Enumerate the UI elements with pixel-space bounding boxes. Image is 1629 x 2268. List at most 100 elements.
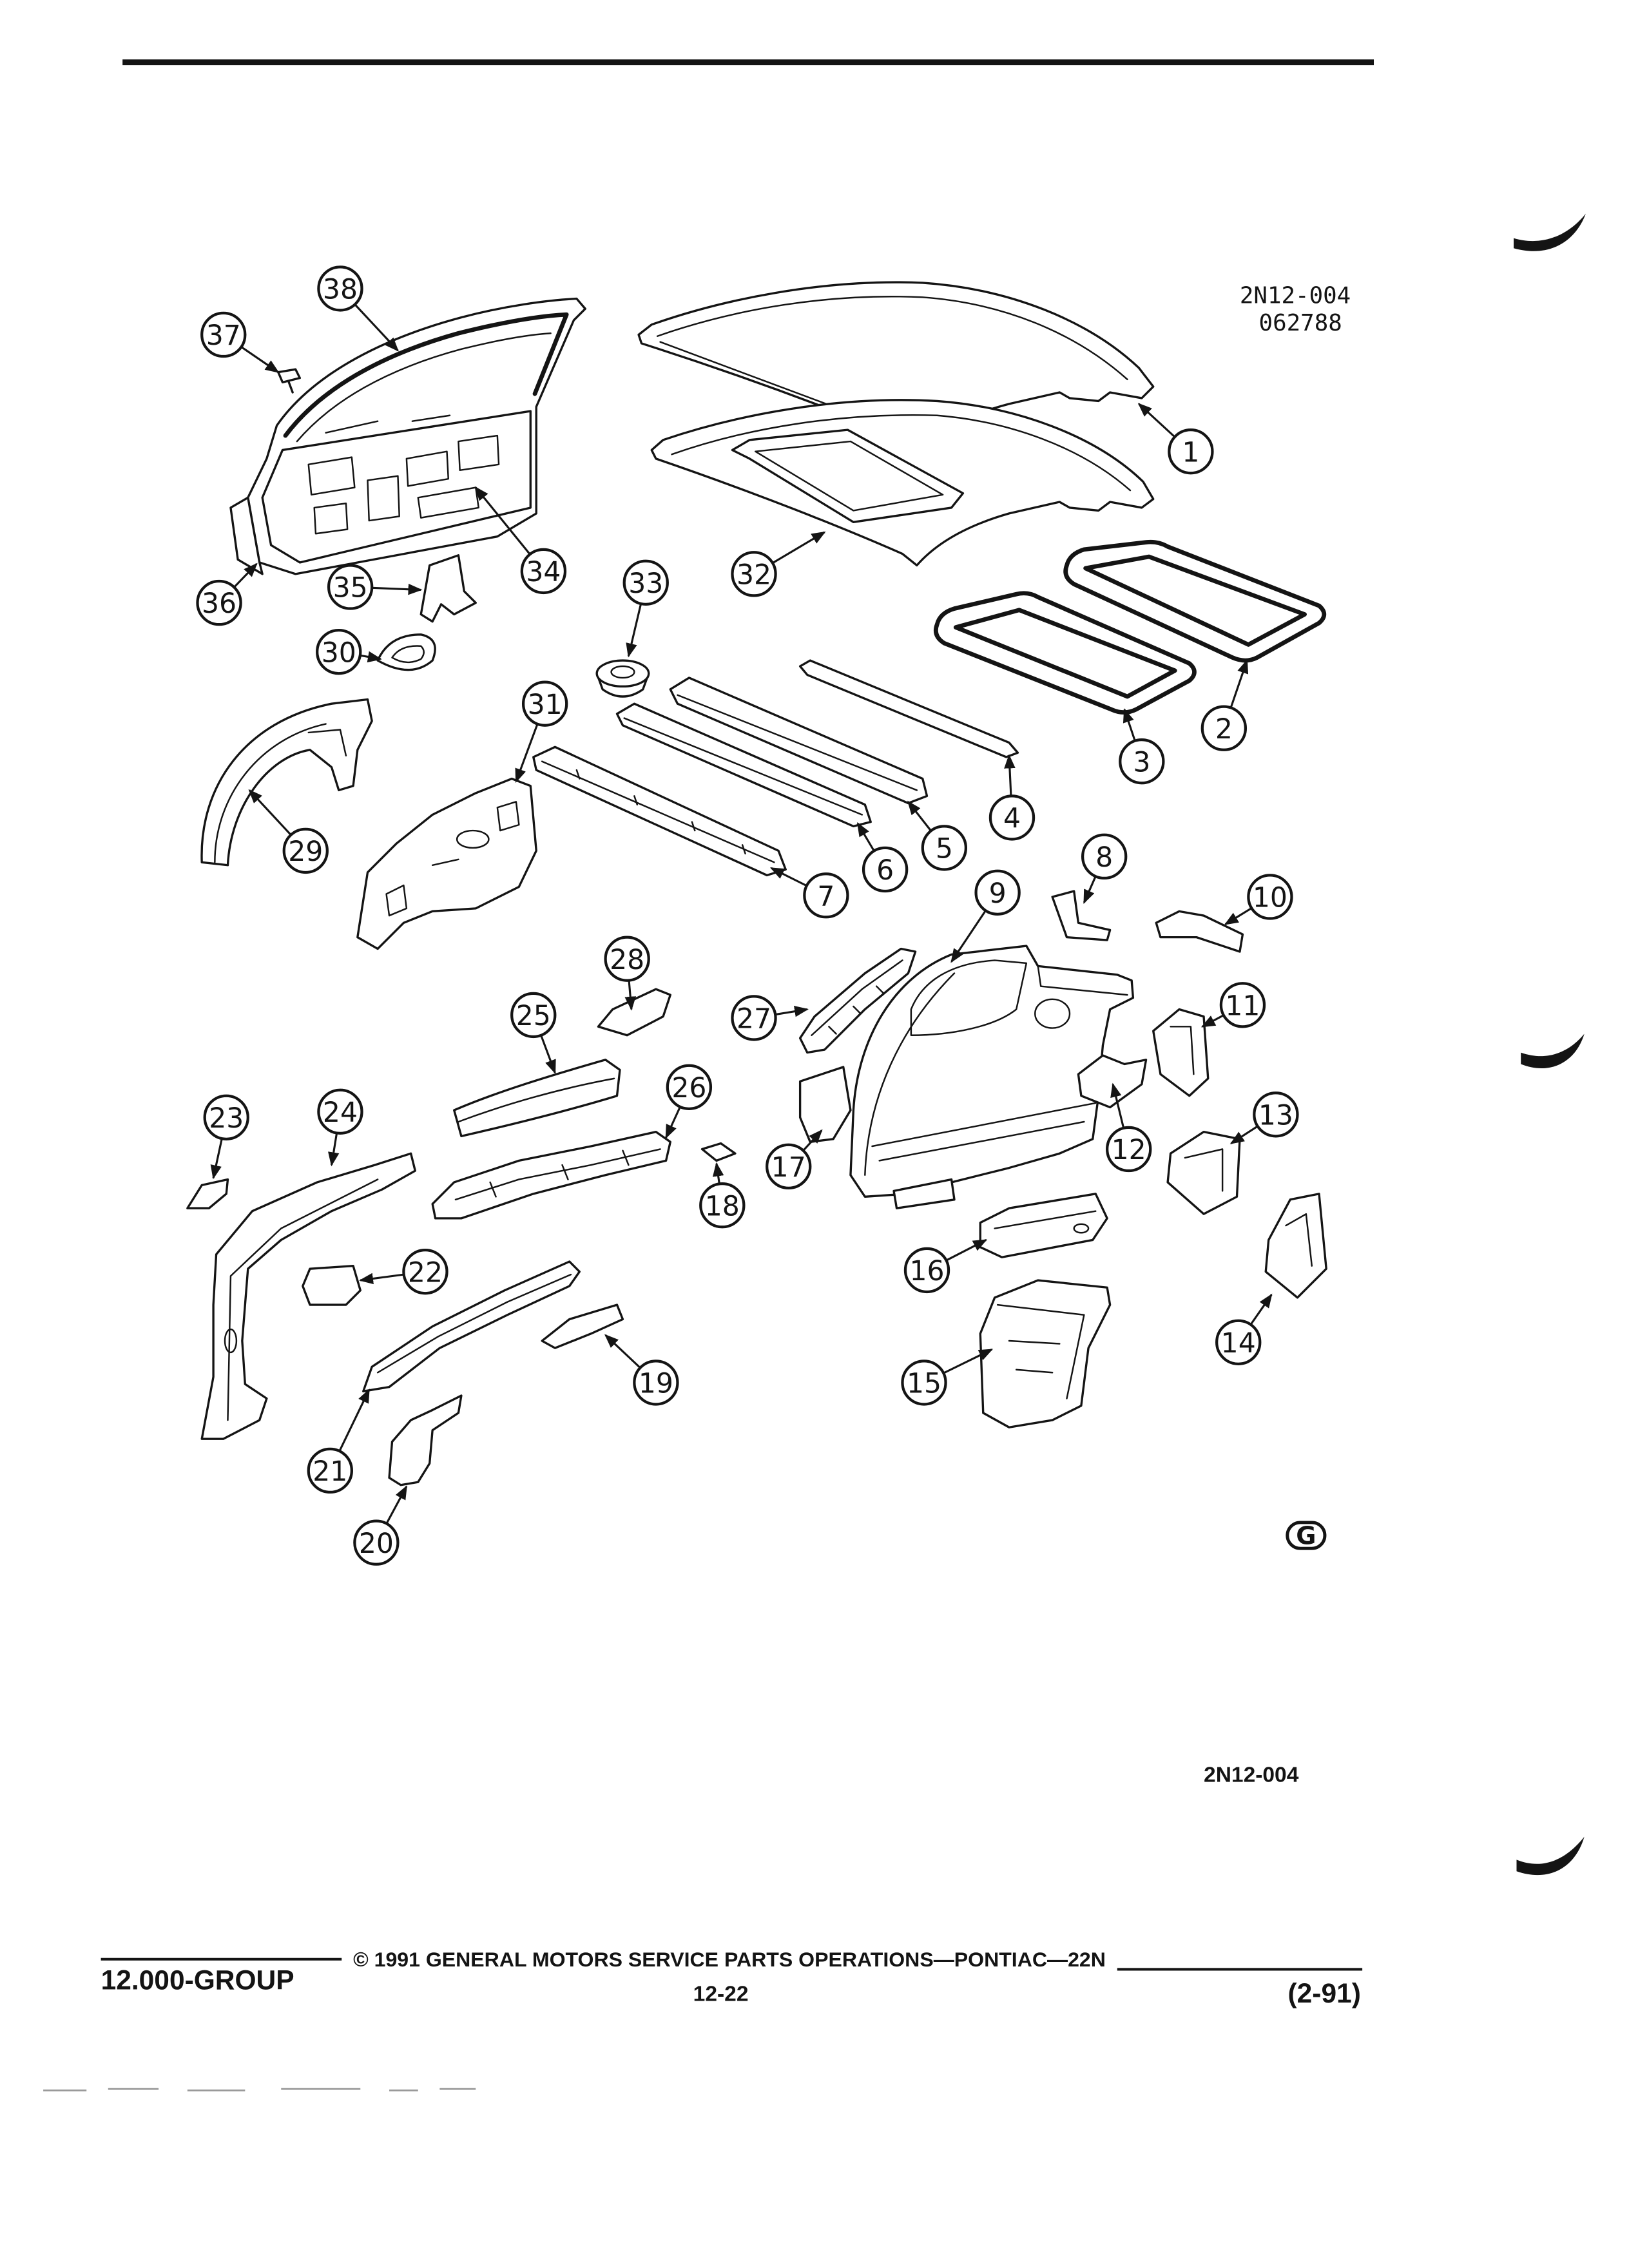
callout-9: 9 bbox=[950, 869, 1021, 963]
callout-number: 12 bbox=[1112, 1135, 1146, 1166]
binder-mark-top bbox=[1514, 213, 1586, 251]
callout-35: 35 bbox=[327, 564, 423, 610]
callout-circle bbox=[307, 1447, 353, 1494]
callout-number: 32 bbox=[737, 560, 771, 591]
callout-leader bbox=[233, 562, 258, 588]
callout-leader bbox=[1224, 907, 1253, 925]
callout-circle bbox=[803, 872, 849, 919]
parts bbox=[186, 281, 1327, 1486]
callout-number: 22 bbox=[408, 1257, 443, 1289]
callout-number: 16 bbox=[909, 1256, 944, 1287]
callout-leader bbox=[328, 1133, 340, 1167]
callout-number: 25 bbox=[516, 1001, 551, 1032]
callout-12: 12 bbox=[1106, 1082, 1152, 1173]
callout-circle bbox=[317, 1088, 363, 1135]
part-17 bbox=[798, 1066, 852, 1143]
callout-leader bbox=[210, 1138, 223, 1180]
callout-circle bbox=[731, 995, 777, 1041]
callout-circle bbox=[200, 311, 247, 358]
binder-mark-middle bbox=[1521, 1033, 1585, 1069]
callout-circle bbox=[1106, 1126, 1152, 1173]
callout-leader bbox=[248, 789, 292, 836]
callout-3: 3 bbox=[1119, 708, 1165, 785]
callout-circle bbox=[510, 992, 557, 1039]
callout-number: 15 bbox=[907, 1369, 941, 1400]
callout-number: 4 bbox=[1003, 803, 1021, 835]
callout-22: 22 bbox=[359, 1248, 448, 1295]
callout-circle bbox=[1247, 874, 1293, 920]
part-6 bbox=[615, 702, 872, 828]
figure-id: 2N12-004 bbox=[1240, 282, 1351, 309]
callout-number: 13 bbox=[1258, 1100, 1293, 1131]
callout-circle bbox=[1200, 705, 1248, 751]
callout-33: 33 bbox=[622, 559, 669, 658]
part-19 bbox=[541, 1303, 624, 1349]
callout-14: 14 bbox=[1215, 1293, 1273, 1365]
part-2 bbox=[1063, 539, 1327, 663]
callout-circle bbox=[402, 1248, 448, 1295]
callout-number: 28 bbox=[610, 945, 644, 976]
callout-leader bbox=[856, 822, 875, 852]
callout-leader bbox=[359, 1273, 404, 1285]
callout-26: 26 bbox=[665, 1064, 713, 1139]
part-10 bbox=[1155, 910, 1244, 953]
callout-circle bbox=[604, 936, 650, 982]
callout-18: 18 bbox=[699, 1162, 746, 1229]
part-35 bbox=[419, 554, 477, 623]
scan-artifact bbox=[43, 2088, 476, 2091]
callout-25: 25 bbox=[510, 992, 557, 1074]
callout-leader bbox=[1123, 708, 1136, 742]
callout-circle bbox=[1219, 982, 1266, 1028]
callout-number: 17 bbox=[771, 1152, 806, 1184]
callout-circle bbox=[974, 869, 1021, 916]
callout-number: 6 bbox=[876, 855, 894, 887]
part-5 bbox=[669, 677, 929, 805]
callout-circle bbox=[520, 548, 567, 595]
callout-circle bbox=[622, 559, 669, 606]
part-15 bbox=[979, 1279, 1112, 1428]
callout-number: 31 bbox=[528, 689, 563, 721]
callout-leader bbox=[515, 724, 539, 783]
callout-circle bbox=[633, 1360, 679, 1406]
footer-revision-date: (2-91) bbox=[1288, 1979, 1361, 2009]
footer: 12.000-GROUP © 1991 GENERAL MOTORS SERVI… bbox=[101, 1948, 1363, 2009]
callout-leader bbox=[772, 531, 826, 564]
figure-caption: 2N12-004 bbox=[1204, 1763, 1299, 1787]
footer-page-number: 12-22 bbox=[693, 1983, 749, 2006]
callout-leader bbox=[1004, 754, 1016, 796]
callout-leader bbox=[604, 1334, 641, 1369]
part-13 bbox=[1166, 1130, 1241, 1215]
figure-code: 062788 bbox=[1259, 310, 1342, 336]
part-34-cutouts bbox=[307, 414, 500, 535]
callout-2: 2 bbox=[1200, 659, 1249, 751]
callout-10: 10 bbox=[1224, 874, 1293, 925]
part-14 bbox=[1264, 1193, 1327, 1299]
callout-number: 33 bbox=[628, 568, 663, 600]
callout-number: 34 bbox=[526, 557, 561, 588]
callout-11: 11 bbox=[1200, 982, 1266, 1028]
callout-number: 36 bbox=[202, 588, 236, 620]
callout-leader bbox=[1110, 1082, 1125, 1129]
callout-leader bbox=[372, 583, 423, 595]
callout-leader bbox=[775, 1005, 809, 1017]
callout-number: 19 bbox=[639, 1369, 673, 1400]
part-20 bbox=[388, 1394, 463, 1486]
part-26 bbox=[431, 1130, 671, 1220]
callout-leader bbox=[712, 1162, 724, 1184]
callout-16: 16 bbox=[903, 1239, 988, 1294]
callout-leader bbox=[624, 980, 636, 1011]
callout-34: 34 bbox=[474, 486, 567, 595]
callout-circle bbox=[282, 827, 329, 874]
callout-leader bbox=[354, 303, 399, 352]
callout-19: 19 bbox=[604, 1334, 679, 1406]
callout-leader bbox=[665, 1106, 681, 1139]
callout-circle bbox=[903, 1247, 950, 1294]
callout-leader bbox=[1200, 1014, 1224, 1028]
callout-circle bbox=[1081, 833, 1128, 880]
binder-mark-bottom bbox=[1516, 1836, 1585, 1876]
part-21 bbox=[362, 1260, 581, 1393]
part-23 bbox=[186, 1178, 229, 1209]
callout-number: 7 bbox=[817, 881, 834, 912]
part-31 bbox=[356, 777, 537, 950]
